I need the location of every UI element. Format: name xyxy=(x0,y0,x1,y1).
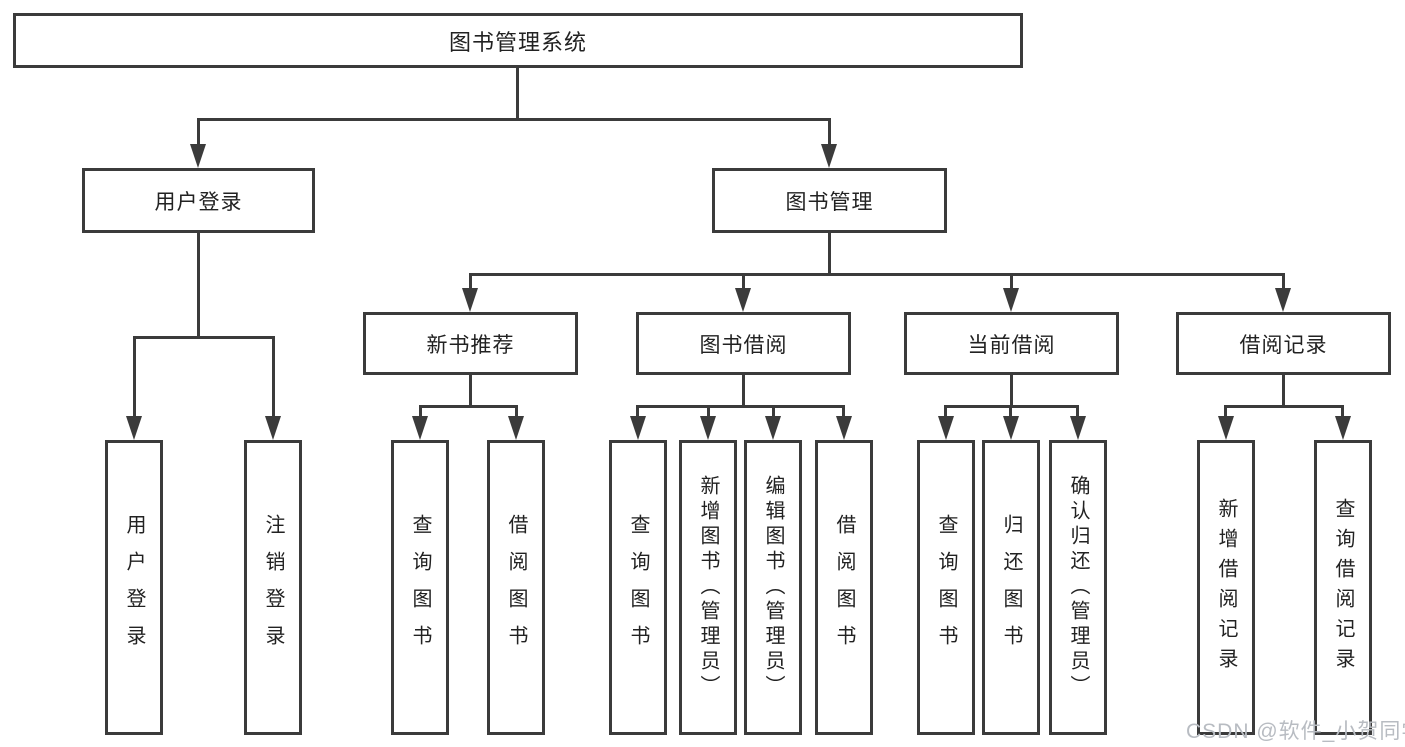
leaf-query-book-2: 查询图书 xyxy=(609,440,667,735)
leaf-query-book-2-label: 查询图书 xyxy=(627,513,649,662)
arrowhead-icon xyxy=(265,416,281,440)
arrowhead-icon xyxy=(821,144,837,168)
arrowhead-icon xyxy=(1070,416,1086,440)
arrowhead-icon xyxy=(508,416,524,440)
leaf-borrow-book-2-label: 借阅图书 xyxy=(833,513,855,662)
node-book-borrow: 图书借阅 xyxy=(636,312,851,375)
arrowhead-icon xyxy=(1003,288,1019,312)
leaf-borrow-book-1-label: 借阅图书 xyxy=(505,513,527,662)
arrowhead-icon xyxy=(412,416,428,440)
node-user-login-label: 用户登录 xyxy=(154,190,243,214)
connector-line xyxy=(1010,373,1013,407)
connector-line xyxy=(197,231,200,336)
leaf-return-book: 归还图书 xyxy=(982,440,1040,735)
connector-line xyxy=(828,231,831,273)
connector-line xyxy=(272,336,275,416)
leaf-logout-label: 注销登录 xyxy=(262,513,284,662)
connector-line xyxy=(133,336,136,416)
leaf-logout: 注销登录 xyxy=(244,440,302,735)
connector-line xyxy=(742,373,745,407)
connector-line xyxy=(197,118,200,146)
arrowhead-icon xyxy=(190,144,206,168)
leaf-add-book-admin: 新增图书（管理员） xyxy=(679,440,737,735)
node-new-book-recommend-label: 新书推荐 xyxy=(426,333,515,357)
csdn-watermark: CSDN @软件_小贺同学 xyxy=(1186,720,1405,743)
arrowhead-icon xyxy=(1275,288,1291,312)
connector-line xyxy=(828,118,831,146)
leaf-add-borrow-record: 新增借阅记录 xyxy=(1197,440,1255,735)
connector-line xyxy=(1341,405,1344,418)
arrowhead-icon xyxy=(1218,416,1234,440)
leaf-edit-book-admin: 编辑图书（管理员） xyxy=(744,440,802,735)
node-book-management: 图书管理 xyxy=(712,168,947,233)
leaf-query-borrow-record-label: 查询借阅记录 xyxy=(1332,497,1354,678)
leaf-return-book-label: 归还图书 xyxy=(1000,513,1022,662)
leaf-query-book-3: 查询图书 xyxy=(917,440,975,735)
connector-line xyxy=(636,405,639,418)
node-current-borrow-label: 当前借阅 xyxy=(967,333,1056,357)
connector-line xyxy=(842,405,845,418)
arrowhead-icon xyxy=(765,416,781,440)
node-book-management-label: 图书管理 xyxy=(785,190,874,214)
connector-line xyxy=(1009,405,1012,418)
leaf-query-book-3-label: 查询图书 xyxy=(935,513,957,662)
leaf-borrow-book-2: 借阅图书 xyxy=(815,440,873,735)
arrowhead-icon xyxy=(630,416,646,440)
arrowhead-icon xyxy=(1003,416,1019,440)
connector-line xyxy=(516,66,519,118)
connector-line xyxy=(772,405,775,418)
connector-line xyxy=(419,405,422,418)
node-root: 图书管理系统 xyxy=(13,13,1023,68)
connector-line xyxy=(944,405,947,418)
leaf-user-login: 用户登录 xyxy=(105,440,163,735)
arrowhead-icon xyxy=(938,416,954,440)
connector-line xyxy=(742,273,745,290)
connector-line xyxy=(1076,405,1079,418)
node-borrow-record: 借阅记录 xyxy=(1176,312,1391,375)
node-borrow-record-label: 借阅记录 xyxy=(1239,333,1328,357)
connector-line xyxy=(419,405,518,408)
node-current-borrow: 当前借阅 xyxy=(904,312,1119,375)
arrowhead-icon xyxy=(700,416,716,440)
leaf-borrow-book-1: 借阅图书 xyxy=(487,440,545,735)
node-new-book-recommend: 新书推荐 xyxy=(363,312,578,375)
leaf-confirm-return-admin: 确认归还（管理员） xyxy=(1049,440,1107,735)
node-book-borrow-label: 图书借阅 xyxy=(699,333,788,357)
connector-line xyxy=(707,405,710,418)
connector-line xyxy=(636,405,845,408)
arrowhead-icon xyxy=(462,288,478,312)
leaf-add-borrow-record-label: 新增借阅记录 xyxy=(1215,497,1237,678)
connector-line xyxy=(133,336,275,339)
connector-line xyxy=(1282,273,1285,290)
leaf-query-borrow-record: 查询借阅记录 xyxy=(1314,440,1372,735)
connector-line xyxy=(1282,373,1285,407)
arrowhead-icon xyxy=(1335,416,1351,440)
connector-line xyxy=(1224,405,1344,408)
leaf-query-book-1: 查询图书 xyxy=(391,440,449,735)
connector-line xyxy=(515,405,518,418)
leaf-edit-book-admin-label: 编辑图书（管理员） xyxy=(762,475,784,700)
arrowhead-icon xyxy=(126,416,142,440)
node-user-login: 用户登录 xyxy=(82,168,315,233)
connector-line xyxy=(469,273,1285,276)
arrowhead-icon xyxy=(836,416,852,440)
connector-line xyxy=(1010,273,1013,290)
leaf-query-book-1-label: 查询图书 xyxy=(409,513,431,662)
arrowhead-icon xyxy=(735,288,751,312)
connector-line xyxy=(469,273,472,290)
leaf-add-book-admin-label: 新增图书（管理员） xyxy=(697,475,719,700)
leaf-user-login-label: 用户登录 xyxy=(123,513,145,662)
node-root-label: 图书管理系统 xyxy=(448,29,587,55)
leaf-confirm-return-admin-label: 确认归还（管理员） xyxy=(1067,475,1089,700)
connector-line xyxy=(1224,405,1227,418)
connector-line xyxy=(197,118,831,121)
connector-line xyxy=(469,373,472,407)
